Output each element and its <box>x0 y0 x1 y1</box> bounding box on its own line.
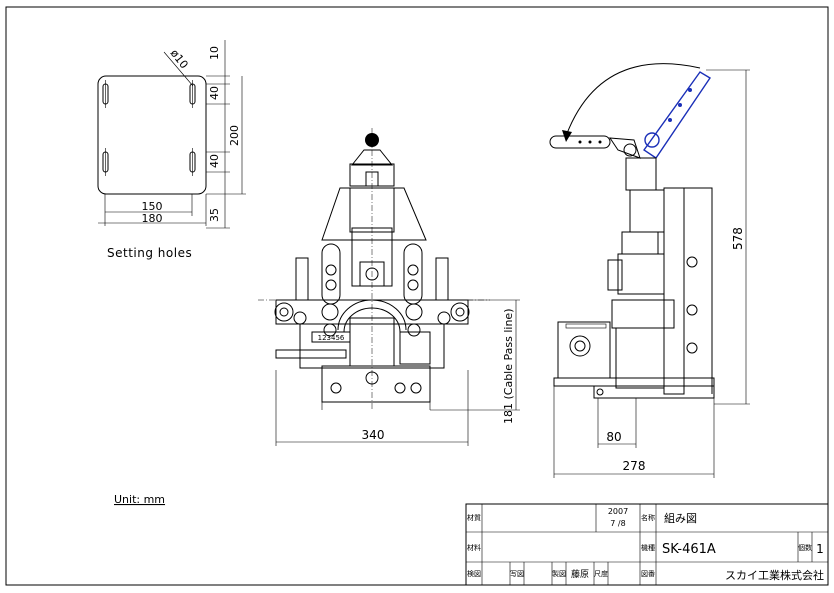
label-material: 材料 <box>467 543 481 552</box>
lever-swing-arc <box>565 63 701 137</box>
label-check: 検図 <box>467 569 481 578</box>
sheet-border <box>5 6 829 586</box>
label-model: 機種 <box>641 543 655 552</box>
setting-holes-view: ø10 10 40 200 40 35 150 180 Setting hole… <box>97 40 246 260</box>
drawing-name: 組み図 <box>664 512 697 525</box>
company-name: スカイ工業株式会社 <box>725 568 824 582</box>
dim-slot-top: 40 <box>208 86 221 100</box>
drawing-date: 7 /8 <box>610 519 625 528</box>
setting-holes-caption: Setting holes <box>107 246 192 260</box>
quantity-value: 1 <box>816 542 824 556</box>
label-drawing-no: 図番 <box>641 570 655 578</box>
front-view: 123456 340 181 (Cable Pass line) <box>258 128 520 446</box>
label-draw: 写図 <box>510 570 524 578</box>
hole-diameter-label: ø10 <box>168 47 191 71</box>
dim-side-offset: 80 <box>606 430 621 444</box>
dim-bottom-offset: 35 <box>208 208 221 222</box>
lever-raised-position <box>643 71 711 159</box>
label-make: 製図 <box>552 569 566 578</box>
counter-display <box>311 331 351 343</box>
unit-note: Unit: mm <box>114 493 165 506</box>
label-scale: 尺度 <box>594 569 608 578</box>
mounting-plate <box>97 75 207 195</box>
dim-side-width: 278 <box>623 459 646 473</box>
dim-side-height: 578 <box>731 227 745 250</box>
dim-plate-height: 200 <box>228 125 241 146</box>
model-number: SK-461A <box>662 542 716 557</box>
dim-top-offset: 10 <box>208 46 221 60</box>
side-view: 578 80 278 <box>549 63 750 478</box>
drawing-year: 2007 <box>608 507 628 516</box>
counter-digits: 123456 <box>318 334 345 342</box>
dim-cable-pass-line: 181 (Cable Pass line) <box>502 309 515 425</box>
dim-inner-width: 150 <box>142 200 163 213</box>
title-block: 材質 材料 検図 写図 製図 藤原 尺度 2007 7 /8 名称 機種 図番 … <box>465 503 829 586</box>
label-name: 名称 <box>641 513 655 522</box>
top-knob <box>365 133 379 147</box>
label-material-quality: 材質 <box>467 513 481 522</box>
label-quantity: 個数 <box>798 543 812 552</box>
dim-slot-bottom: 40 <box>208 154 221 168</box>
diameter-leader <box>163 51 194 87</box>
dim-outer-width: 180 <box>142 212 163 225</box>
dim-front-width: 340 <box>362 428 385 442</box>
drafter-name: 藤原 <box>571 568 589 580</box>
